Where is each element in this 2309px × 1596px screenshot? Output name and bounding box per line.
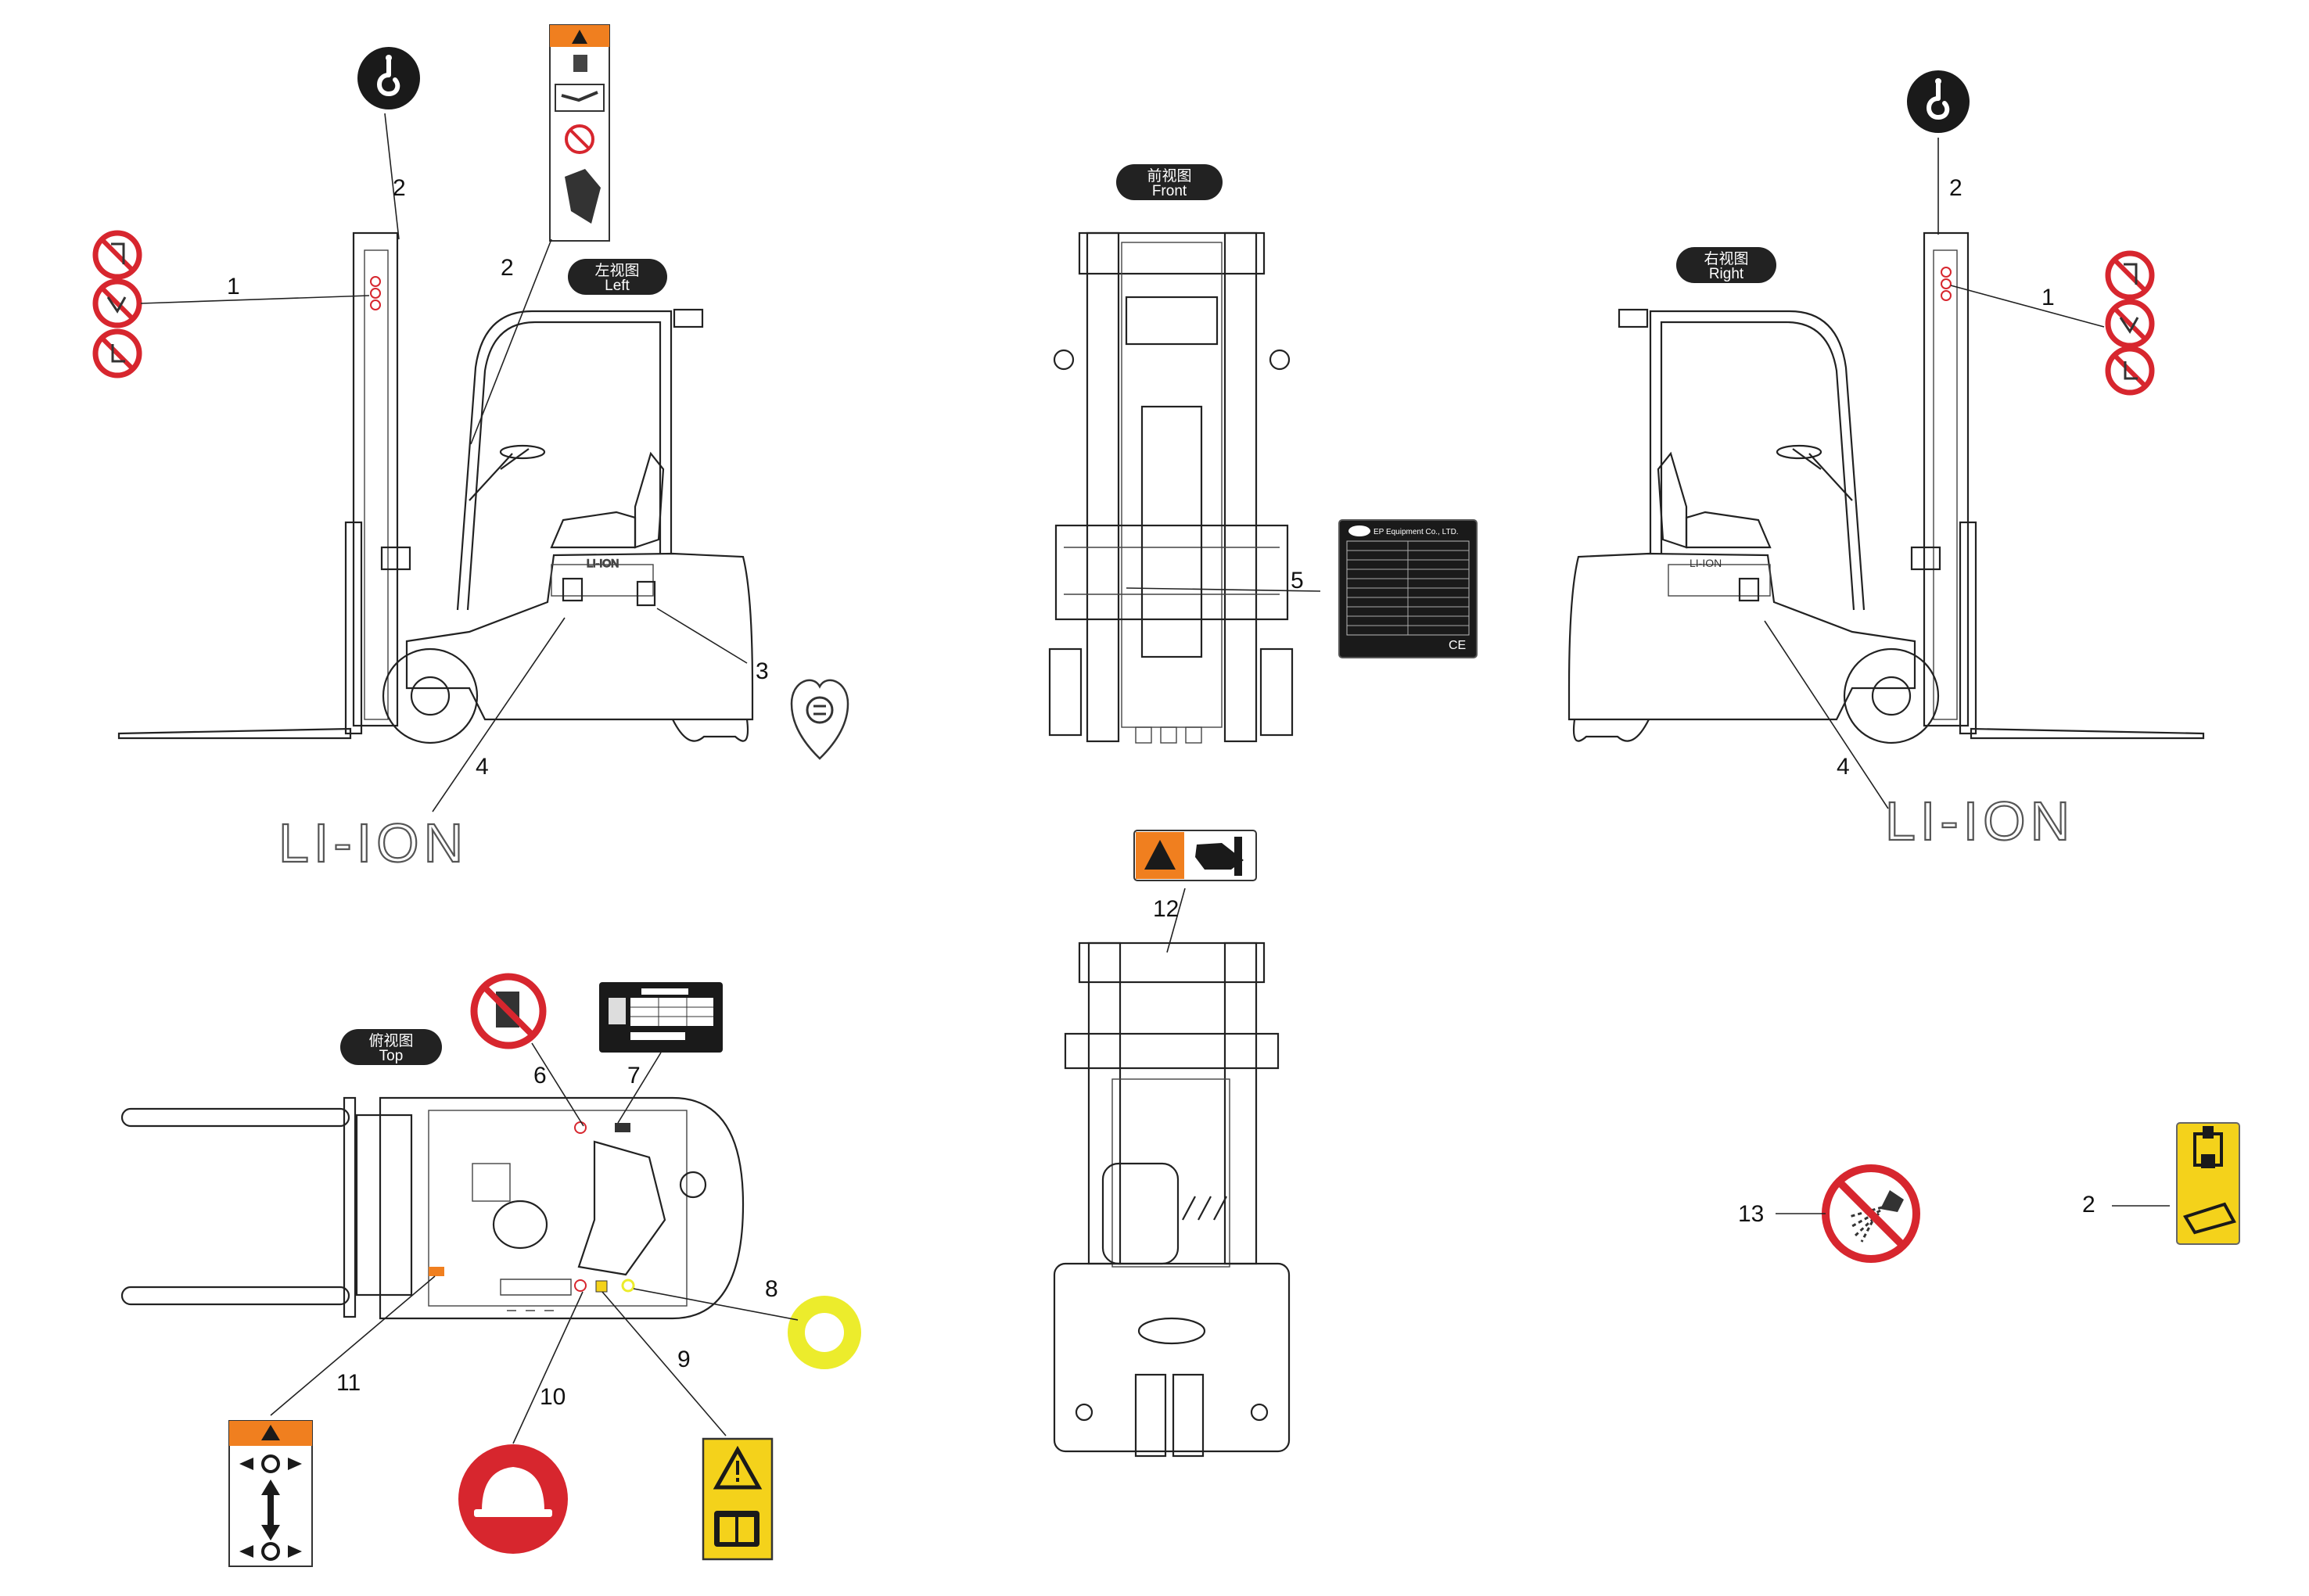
callout-6: 6: [533, 1063, 547, 1089]
nameplate-ce-mark: CE: [1449, 639, 1466, 652]
no-water-spray-icon: [1822, 1164, 1920, 1263]
callout-4-left: 4: [476, 754, 489, 780]
liion-brand-right: LI-ION: [1885, 791, 2074, 852]
front-view-title-en: Front: [1152, 183, 1187, 199]
fork-positioning-warning-label: [228, 1420, 313, 1567]
top-view-title-en: Top: [379, 1048, 404, 1064]
lifting-hook-icon: [357, 47, 420, 109]
callout-8: 8: [765, 1276, 778, 1302]
front-forklift-drawing: [1048, 231, 1294, 744]
top-view: 俯视图 Top 6: [120, 973, 861, 1567]
right-view-pill: [1676, 247, 1776, 283]
load-capacity-chart-label: [599, 982, 723, 1053]
no-riders-prohibition-sign: [470, 973, 547, 1049]
callout-7: 7: [627, 1063, 641, 1089]
callout-4-right: 4: [1837, 754, 1850, 780]
front-view: 前视图 Front EP Equipment Co., LTD.: [1048, 164, 1478, 744]
callout-9: 9: [677, 1347, 691, 1372]
operator-warning-label: [549, 24, 610, 242]
callout-2-yellow-label: 2: [2082, 1192, 2095, 1218]
right-view-title-cn: 右视图: [1704, 250, 1748, 267]
lifting-hook-icon-right: [1907, 70, 1970, 133]
left-forklift-drawing: LI-ION: [117, 231, 754, 744]
right-view-title-en: Right: [1709, 266, 1744, 282]
callout-1-right: 1: [2041, 285, 2055, 310]
callout-10: 10: [540, 1384, 566, 1410]
callout-2-hook-right: 2: [1949, 175, 1962, 201]
read-manual-warning-icon: [702, 1437, 774, 1561]
nameplate-company: EP Equipment Co., LTD.: [1374, 528, 1459, 536]
front-view-pill: [1116, 164, 1223, 200]
yellow-ring-decal: [788, 1296, 861, 1369]
left-view-pill: [568, 259, 667, 295]
front-view-title-cn: 前视图: [1147, 167, 1191, 185]
callout-2-hook-left: 2: [393, 175, 406, 201]
prohibition-decal-stack-right: [2108, 253, 2152, 393]
hand-crush-warning-icon: [1133, 830, 1257, 881]
right-forklift-drawing: [1567, 231, 2205, 744]
charging-point-icon: [790, 679, 849, 760]
callout-3: 3: [756, 658, 769, 684]
callout-1-left: 1: [227, 274, 240, 299]
seat-switch-yellow-label: [2176, 1122, 2240, 1245]
callout-2-label-left: 2: [501, 255, 514, 281]
top-view-pill: [340, 1029, 442, 1065]
prohibition-decal-stack-left: [95, 233, 139, 375]
callout-13: 13: [1738, 1201, 1764, 1227]
right-truck-badge: LI-ION: [1690, 557, 1722, 569]
left-view-title-en: Left: [605, 278, 630, 294]
left-view: 左视图 Left LI-ION: [95, 24, 849, 874]
rear-view: 12: [1053, 830, 1291, 1458]
liion-brand-left: LI-ION: [278, 812, 468, 873]
right-view: 右视图 Right LI-ION: [1567, 70, 2205, 852]
callout-12: 12: [1153, 896, 1179, 922]
rear-forklift-drawing: [1053, 941, 1291, 1458]
callout-11: 11: [336, 1370, 361, 1396]
callout-5: 5: [1291, 568, 1304, 594]
nameplate-decal: EP Equipment Co., LTD. CE: [1338, 519, 1478, 658]
left-view-title-cn: 左视图: [594, 262, 639, 279]
left-truck-badge: LI-ION: [587, 557, 619, 569]
top-forklift-drawing: [120, 1096, 745, 1320]
wear-helmet-icon: [458, 1444, 568, 1554]
top-view-title-cn: 俯视图: [368, 1032, 413, 1049]
